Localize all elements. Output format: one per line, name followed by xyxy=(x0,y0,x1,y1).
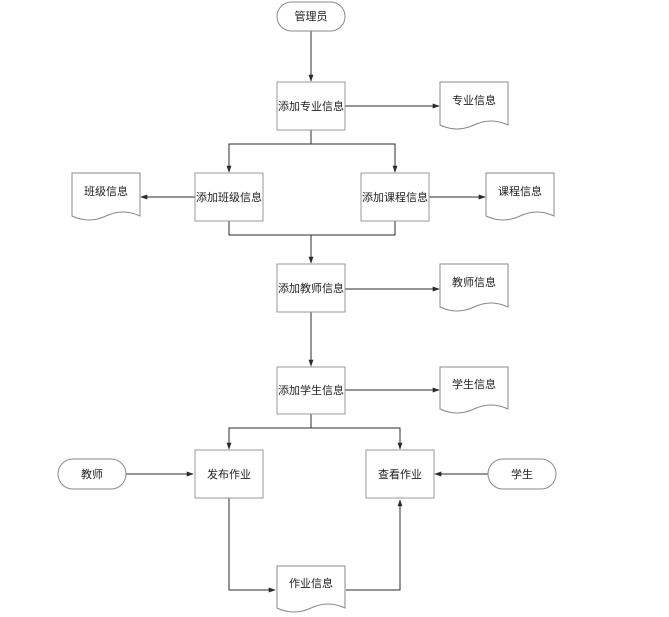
edge-add-student-split-to-view xyxy=(311,427,403,450)
edge-class-merge xyxy=(228,221,311,236)
process-view-homework: 查看作业 xyxy=(365,449,435,499)
document-major-info: 专业信息 xyxy=(439,81,509,130)
document-course-info-label: 课程信息 xyxy=(498,184,542,198)
terminator-admin-label: 管理员 xyxy=(295,9,328,23)
process-publish-homework: 发布作业 xyxy=(194,449,264,499)
process-add-major: 添加专业信息 xyxy=(276,81,346,131)
process-add-teacher-label: 添加教师信息 xyxy=(278,281,344,295)
process-add-course-label: 添加课程信息 xyxy=(362,190,428,204)
process-add-student: 添加学生信息 xyxy=(276,366,346,415)
edge-course-merge xyxy=(311,221,396,236)
process-add-class-label: 添加班级信息 xyxy=(196,190,262,204)
process-add-student-label: 添加学生信息 xyxy=(278,383,344,397)
terminator-admin: 管理员 xyxy=(276,1,346,32)
process-view-homework-label: 查看作业 xyxy=(378,467,422,481)
document-course-info: 课程信息 xyxy=(485,172,555,221)
terminator-teacher: 教师 xyxy=(57,458,127,490)
document-teacher-info: 教师信息 xyxy=(439,263,509,312)
terminator-student-label: 学生 xyxy=(511,467,533,481)
document-class-info: 班级信息 xyxy=(71,172,141,221)
edge-add-major-split-to-course xyxy=(311,143,398,173)
document-homework-info-label: 作业信息 xyxy=(289,576,333,590)
edge-publish-to-homework-info xyxy=(228,498,276,593)
document-student-info: 学生信息 xyxy=(439,366,509,414)
document-teacher-info-label: 教师信息 xyxy=(452,275,496,289)
document-class-info-label: 班级信息 xyxy=(84,184,128,198)
document-major-info-label: 专业信息 xyxy=(452,93,496,107)
edge-add-major-split-to-class xyxy=(226,130,312,173)
process-publish-homework-label: 发布作业 xyxy=(207,467,251,481)
terminator-student: 学生 xyxy=(487,458,557,490)
terminator-teacher-label: 教师 xyxy=(81,468,103,481)
document-homework-info: 作业信息 xyxy=(276,565,346,613)
document-student-info-label: 学生信息 xyxy=(452,377,496,391)
process-add-course: 添加课程信息 xyxy=(360,172,430,222)
process-add-class: 添加班级信息 xyxy=(194,172,264,222)
process-add-major-label: 添加专业信息 xyxy=(278,99,344,113)
edge-homework-info-to-view xyxy=(346,499,403,591)
edge-add-student-split-to-publish xyxy=(226,414,312,450)
edges xyxy=(126,31,488,593)
process-add-teacher: 添加教师信息 xyxy=(276,263,346,313)
